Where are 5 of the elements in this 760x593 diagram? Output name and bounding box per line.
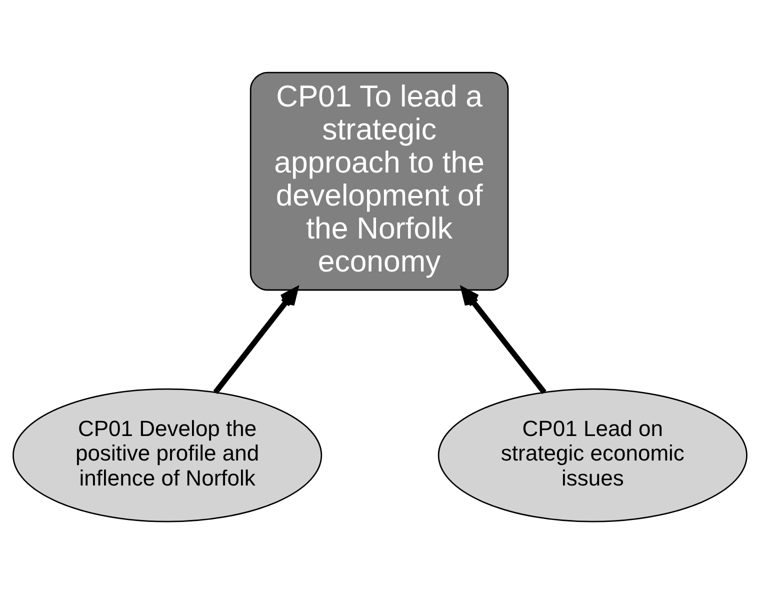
node-ellipse: CP01 Lead on strategic economic issues: [438, 388, 748, 522]
node-ellipse: CP01 Develop the positive profile and inflence of Norfolk: [12, 388, 322, 522]
arrow: [213, 286, 298, 394]
arrow: [461, 286, 546, 394]
node-box: CP01 To lead a strategic approach to the development of the Norfolk economy: [250, 71, 509, 290]
